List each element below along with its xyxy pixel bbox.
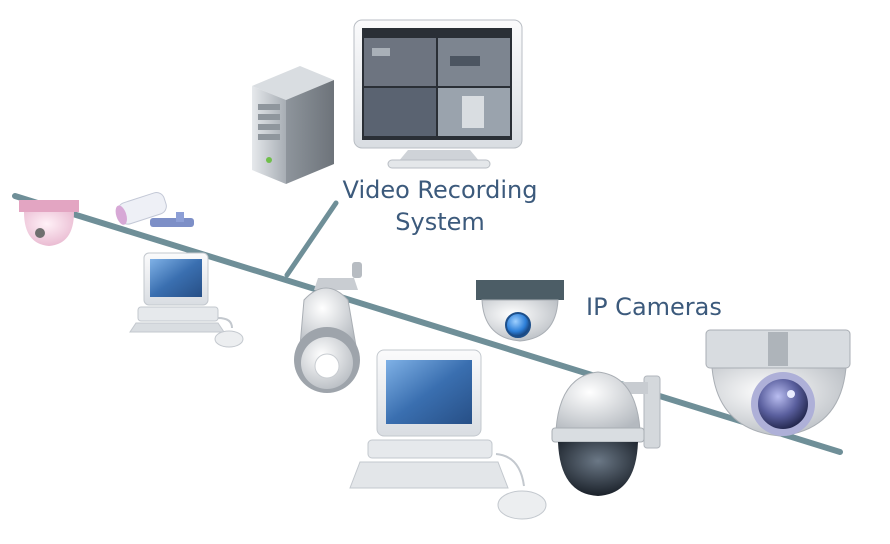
large-dome-camera-icon [705,329,851,437]
small-workstation-icon [129,252,244,348]
video-recording-label-line2: System [395,208,485,237]
nvr-monitor-icon [353,19,523,169]
large-workstation-icon [349,349,547,520]
pink-dome-camera-icon [19,200,79,246]
speed-dome-camera-icon [551,371,661,496]
bullet-camera-icon [115,192,194,227]
video-recording-system-label: Video Recording System [326,174,554,239]
network-backbone [12,193,843,455]
server-icon [252,66,334,184]
ptz-camera-icon [294,262,362,393]
ip-cameras-label: IP Cameras [586,293,722,321]
video-recording-label-line1: Video Recording [342,176,538,204]
dark-dome-camera-icon [476,280,564,342]
